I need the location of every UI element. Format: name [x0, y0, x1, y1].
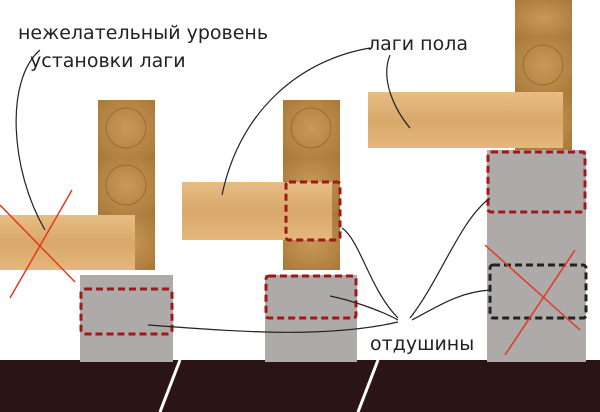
left-assembly — [0, 100, 174, 362]
cross-mark — [504, 249, 576, 356]
label-undesired-level-2: установки лаги — [30, 50, 186, 72]
vent-right-top — [486, 150, 587, 214]
cross-mark — [9, 189, 73, 299]
ground-crack — [356, 359, 380, 412]
joist-low — [0, 215, 135, 270]
joist-middle — [182, 182, 332, 240]
vent-log — [284, 180, 342, 242]
cross-mark — [0, 204, 76, 283]
right-assembly — [368, 0, 588, 362]
pier-left — [80, 275, 173, 362]
leader-lines — [15, 47, 491, 333]
label-undesired-level: нежелательный уровень — [18, 22, 269, 44]
vent-right-bottom — [488, 263, 588, 320]
vent-middle — [264, 274, 358, 320]
joist-high — [368, 92, 563, 148]
label-vents: отдушины — [370, 333, 475, 355]
ground — [0, 360, 600, 412]
cross-mark — [484, 244, 581, 331]
pier-right — [487, 150, 586, 362]
ground-crack — [158, 359, 182, 412]
label-floor-joists: лаги пола — [368, 33, 468, 55]
middle-assembly — [182, 100, 358, 362]
